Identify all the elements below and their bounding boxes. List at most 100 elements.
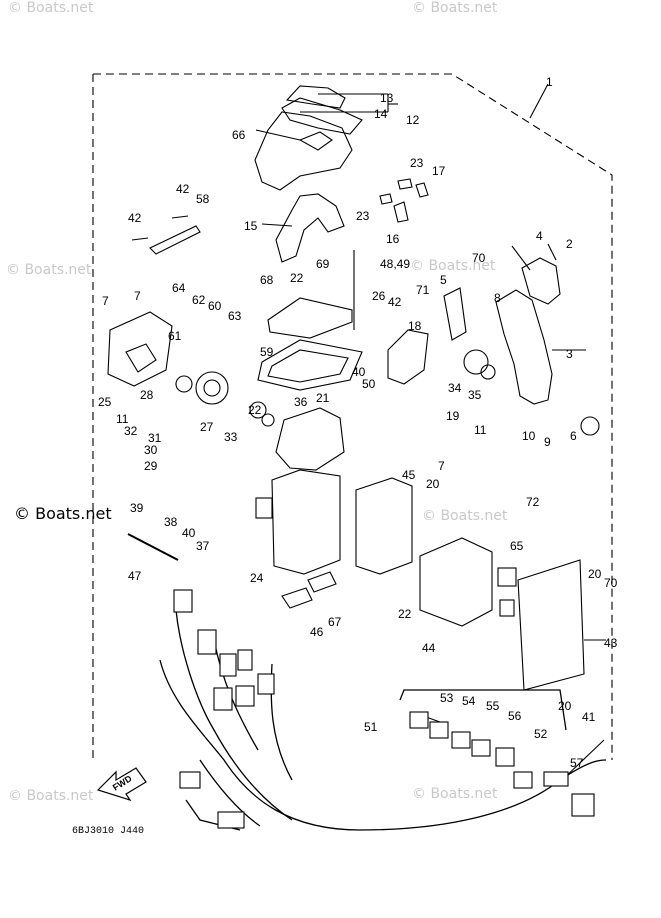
- part-label: 59: [260, 345, 274, 359]
- part-label: 37: [196, 539, 210, 553]
- switch: [387, 329, 429, 385]
- part-label: 65: [510, 539, 524, 553]
- part-label: 48,49: [380, 257, 411, 271]
- watermark: © Boats.net: [412, 786, 498, 802]
- part-label: 34: [448, 381, 462, 395]
- part-label: 42: [388, 295, 402, 309]
- part-label: 10: [522, 429, 536, 443]
- part-label: 9: [544, 435, 551, 449]
- part-label: 15: [244, 219, 258, 233]
- connector: [451, 731, 471, 749]
- part-label: 60: [208, 299, 222, 313]
- part-label: 17: [432, 164, 446, 178]
- control-unit: [355, 477, 413, 575]
- connector: [497, 567, 517, 587]
- part-label: 23: [410, 156, 424, 170]
- part-label: 30: [144, 443, 158, 457]
- part-label: 63: [228, 309, 242, 323]
- connector: [237, 649, 253, 671]
- part-label: 62: [192, 293, 206, 307]
- connector: [235, 685, 255, 707]
- part-label: 54: [462, 694, 476, 708]
- connector: [219, 653, 237, 677]
- part-label: 13: [380, 91, 394, 105]
- lever-cover: [275, 193, 345, 263]
- cover-part: [285, 85, 346, 109]
- bracket: [149, 225, 201, 255]
- part-label: 24: [250, 571, 264, 585]
- part-label: 40: [352, 365, 366, 379]
- part-label: 64: [172, 281, 186, 295]
- grip-housing: [254, 111, 353, 191]
- part-label: 66: [232, 128, 246, 142]
- cover-part: [281, 97, 363, 135]
- part-label: 11: [474, 423, 487, 437]
- part-label: 11: [116, 412, 129, 426]
- diagram-code: 6BJ3010 J440: [72, 826, 145, 837]
- part-label: 35: [468, 388, 482, 402]
- part-label: 20: [588, 567, 602, 581]
- watermark: © Boats.net: [412, 0, 498, 16]
- part-label: 50: [362, 377, 376, 391]
- watermark: © Boats.net: [8, 788, 94, 804]
- part-label: 68: [260, 273, 274, 287]
- part-label: 42: [176, 182, 190, 196]
- relay-box: [419, 537, 493, 627]
- lever-grip: [521, 257, 561, 305]
- part-label: 42: [128, 211, 142, 225]
- part-label: 40: [182, 526, 196, 540]
- connector: [173, 589, 193, 613]
- bracket: [267, 297, 353, 339]
- part-label: 29: [144, 459, 158, 473]
- part-label: 31: [148, 431, 162, 445]
- part-label: 20: [426, 477, 440, 491]
- connector: [179, 771, 201, 789]
- mount-plate: [517, 559, 585, 691]
- part-label: 56: [508, 709, 522, 723]
- part-label: 69: [316, 257, 330, 271]
- fwd-arrow: [96, 767, 147, 802]
- part-label: 70: [604, 576, 618, 590]
- part-label: 41: [582, 710, 596, 724]
- part-label: 32: [124, 424, 138, 438]
- part-label: 7: [134, 289, 141, 303]
- part-label: 4: [536, 229, 543, 243]
- part-label: 27: [200, 420, 214, 434]
- part-label: 53: [440, 691, 454, 705]
- part-label: 16: [386, 232, 400, 246]
- part-label: 26: [372, 289, 386, 303]
- watermark: © Boats.net: [8, 0, 94, 16]
- watermark-main: © Boats.net: [14, 504, 112, 523]
- part-label: 70: [472, 251, 486, 265]
- connector: [429, 721, 449, 739]
- part-label: 67: [328, 615, 342, 629]
- connector: [257, 673, 275, 695]
- base-plate: [257, 339, 363, 391]
- part-label: 22: [248, 403, 262, 417]
- part-label: 2: [566, 237, 573, 251]
- connector: [255, 497, 273, 519]
- part-label: 57: [570, 756, 584, 770]
- part-label: 28: [140, 388, 154, 402]
- connector: [499, 599, 515, 617]
- part-label: 20: [558, 699, 572, 713]
- part-label: 1: [546, 75, 553, 89]
- part-label: 46: [310, 625, 324, 639]
- part-label: 3: [566, 347, 573, 361]
- part-label: 21: [316, 391, 330, 405]
- watermark: © Boats.net: [410, 258, 496, 274]
- part-label: 22: [290, 271, 304, 285]
- part-label: 55: [486, 699, 500, 713]
- control-lever: [495, 289, 553, 405]
- main-body: [275, 407, 345, 471]
- connector: [217, 811, 245, 829]
- part-label: 18: [408, 319, 422, 333]
- part-label: 7: [438, 459, 445, 473]
- watermark: © Boats.net: [6, 262, 92, 278]
- part-label: 33: [224, 430, 238, 444]
- part-label: 22: [398, 607, 412, 621]
- part-label: 14: [374, 107, 388, 121]
- connector: [197, 629, 217, 655]
- part-label: 8: [494, 291, 501, 305]
